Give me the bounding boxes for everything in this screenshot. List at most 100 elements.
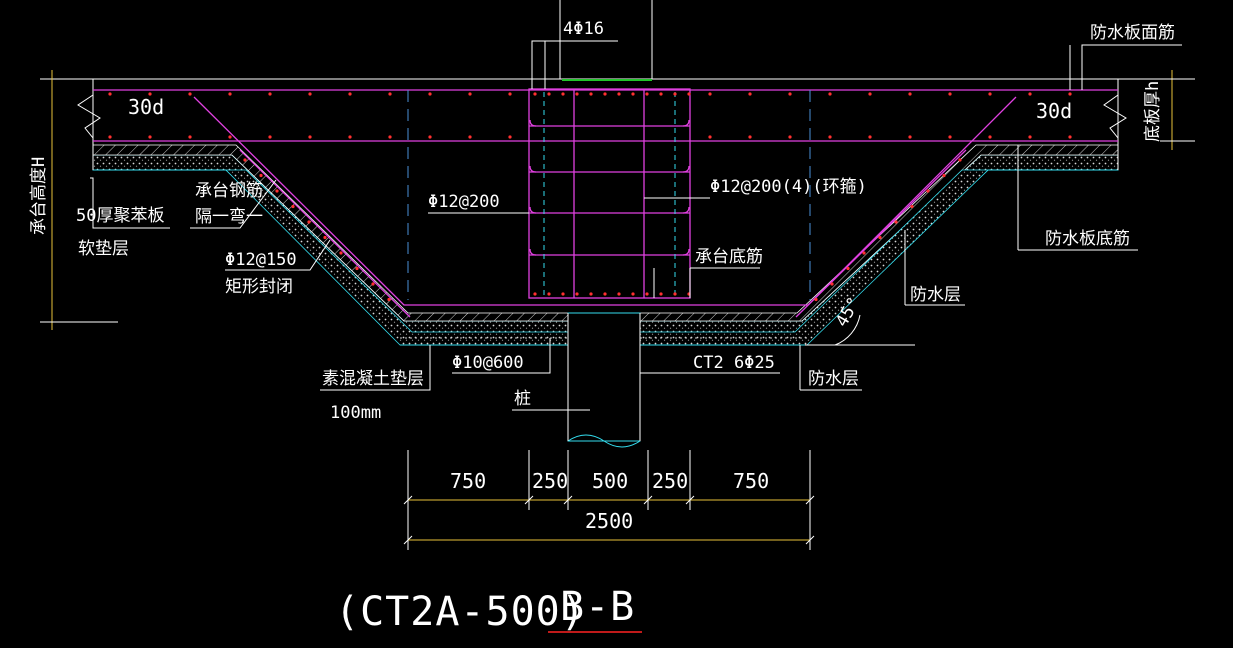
rebar-dot [388, 135, 392, 139]
rebar-dot [348, 92, 352, 96]
rebar-dot [708, 92, 712, 96]
rebar-dot [268, 135, 272, 139]
rebar-dot [617, 292, 621, 296]
rebar-dot [428, 135, 432, 139]
rebar-dot [948, 92, 952, 96]
rebar-dot [748, 135, 752, 139]
rebar-dot [339, 251, 343, 255]
rebar-dot [575, 292, 579, 296]
rebar-dot [589, 292, 593, 296]
rebar-dot [533, 292, 537, 296]
rebar-dot [308, 92, 312, 96]
rebar-dot [645, 92, 649, 96]
label-foam-2: 软垫层 [78, 239, 129, 259]
rebar-dot [561, 292, 565, 296]
leader-lines [40, 40, 1195, 411]
rebar-dot [468, 135, 472, 139]
label-cap-rebar-2: 隔一弯一 [195, 207, 263, 227]
label-slab-top-rebar: 防水板面筋 [1090, 23, 1175, 43]
rebar-dot [958, 158, 962, 162]
label-ring-stirrup: Φ12@200(4)(环箍) [710, 177, 867, 197]
rebar [93, 88, 1118, 318]
rebar-dot [533, 92, 537, 96]
rebar-dot [868, 92, 872, 96]
rebar-dot [603, 292, 607, 296]
rebar-dot [275, 189, 279, 193]
rebar-dot [908, 92, 912, 96]
rebar-dot [828, 92, 832, 96]
dim-total: 2500 [585, 509, 633, 533]
rebar-dot [575, 92, 579, 96]
rebar-dot [228, 135, 232, 139]
dim-segment-5: 750 [733, 469, 769, 493]
rebar-dot [659, 292, 663, 296]
rebar-dot [948, 135, 952, 139]
label-rect-rebar-1: Φ12@150 [225, 250, 297, 270]
rebar-dot [830, 282, 834, 286]
rebar-dot [894, 220, 898, 224]
rebar-dot [878, 235, 882, 240]
rebar-dots [108, 92, 1072, 302]
rebar-dot [1068, 135, 1072, 139]
rebar-dot [687, 92, 691, 96]
label-slab-bottom-rebar: 防水板底筋 [1045, 229, 1130, 249]
rebar-dot [148, 135, 152, 139]
rebar-dot [673, 292, 677, 296]
rebar-dot [862, 251, 866, 255]
rebar-dot [814, 297, 818, 302]
rebar-dot [659, 92, 663, 96]
rebar-dot [942, 173, 946, 178]
label-anchor-left: 30d [128, 95, 164, 119]
dim-segment-4: 250 [652, 469, 688, 493]
rebar-dot [673, 92, 677, 96]
label-cap-height: 承台高度H [29, 157, 49, 235]
column-and-pile [559, 0, 653, 448]
dim-segment-2: 250 [532, 469, 568, 493]
rebar-dot [561, 92, 565, 96]
label-pile: 桩 [514, 389, 531, 409]
rebar-dot [268, 92, 272, 96]
rebar-dot [188, 135, 192, 139]
dim-segment-3: 500 [592, 469, 628, 493]
label-waterproof-right-2: 防水层 [808, 369, 859, 389]
rebar-dot [259, 173, 263, 178]
rebar-dot [926, 189, 930, 193]
label-slab-thickness: 底板厚h [1143, 81, 1163, 142]
rebar-dot [291, 204, 295, 209]
rebar-dot [228, 92, 232, 96]
rebar-dot [908, 135, 912, 139]
title-code: (CT2A-500) [335, 589, 586, 635]
rebar-dot [388, 92, 392, 96]
label-top-bars: 4Φ16 [563, 19, 604, 39]
rebar-dot [631, 92, 635, 96]
rebar-dot [1068, 92, 1072, 96]
rebar-dot [547, 92, 551, 96]
rebar-dot [1028, 92, 1032, 96]
annotations: 4Φ16 防水板面筋 底板厚h 承台高度H 30d 30d 承台钢筋 隔一弯一 … [29, 19, 1175, 635]
centerlines [407, 90, 811, 300]
rebar-dot [603, 92, 607, 96]
rebar-dot [788, 135, 792, 139]
rebar-dot [748, 92, 752, 96]
rebar-dot [645, 292, 649, 296]
rebar-dot [188, 92, 192, 96]
rebar-dot [387, 297, 391, 302]
rebar-dot [631, 292, 635, 296]
rebar-dot [428, 92, 432, 96]
label-rect-rebar-2: 矩形封闭 [225, 277, 293, 297]
label-cap-bottom-rebar: 承台底筋 [695, 247, 763, 267]
rebar-dot [308, 135, 312, 139]
rebar-dot [371, 282, 375, 286]
rebar-dot [108, 92, 112, 96]
label-waterproof-right-1: 防水层 [910, 285, 961, 305]
rebar-dot [547, 292, 551, 296]
label-foam-1: 50厚聚苯板 [76, 206, 164, 226]
rebar-dot [846, 266, 850, 271]
dim-segment-1: 750 [450, 469, 486, 493]
rebar-dot [355, 266, 359, 271]
rebar-dot [910, 204, 914, 209]
rebar-dot [348, 135, 352, 139]
label-anchor-right: 30d [1036, 99, 1072, 123]
rebar-dot [828, 135, 832, 139]
